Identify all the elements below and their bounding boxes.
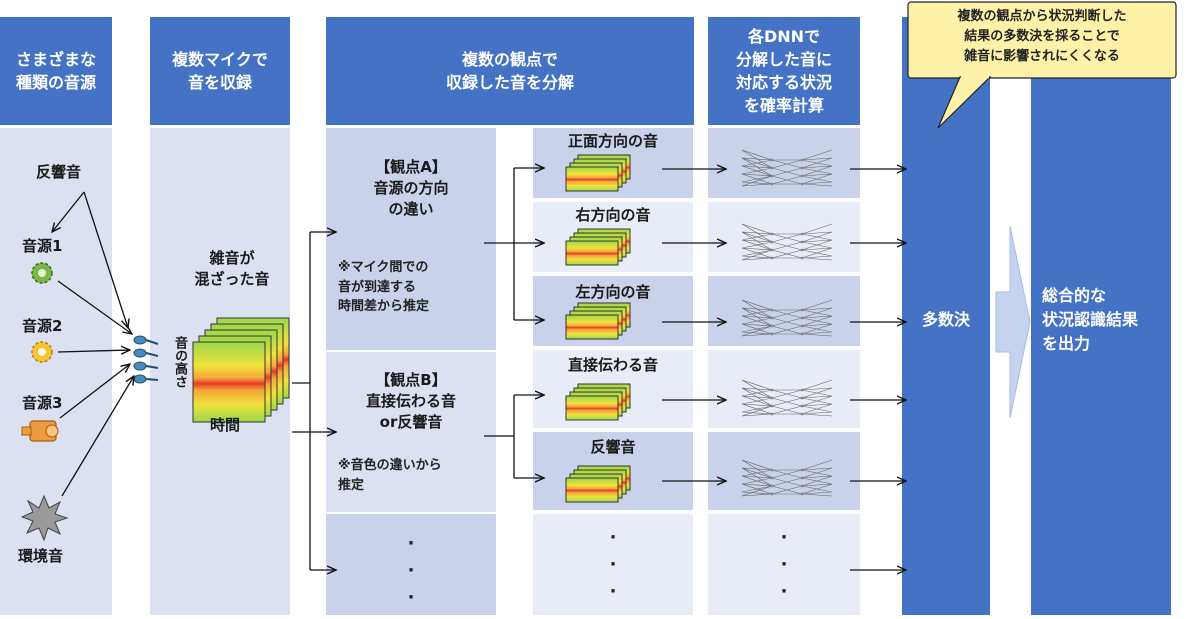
dnn-cell-4 <box>708 350 860 428</box>
result-label: 総合的な 状況認識結果 を出力 <box>1042 286 1139 353</box>
output-cell-more <box>533 514 693 615</box>
viewpoint-more-panel <box>326 514 496 615</box>
label-output-reverb: 反響音 <box>590 438 636 456</box>
dnn-cell-5 <box>708 432 860 510</box>
label-output-direct: 直接伝わる音 <box>567 356 658 374</box>
continuation-dots-viewpoints: ··· <box>407 533 415 608</box>
result-column <box>1031 17 1171 615</box>
callout-text: 複数の観点から状況判断した 結果の多数決を採ることで 雑音に影響されにくくなる <box>957 9 1127 65</box>
viewpoint-b-note: ※音色の違いから 推定 <box>338 458 442 493</box>
gear-icon-source1 <box>31 262 53 284</box>
viewpoint-b-title: 【観点B】 直接伝わる音 or反響音 <box>365 371 456 431</box>
block-arrow <box>995 225 1031 419</box>
microphone-icons <box>133 335 159 384</box>
label-env: 環境音 <box>18 547 64 565</box>
label-source2: 音源2 <box>22 317 63 335</box>
continuation-dots-outputs: ··· <box>609 527 617 602</box>
label-reverb: 反響音 <box>36 163 82 181</box>
majority-vote-label: 多数決 <box>921 310 970 329</box>
viewpoint-a-panel <box>326 128 496 350</box>
label-output-left: 左方向の音 <box>575 283 651 301</box>
motor-icon-source3 <box>21 420 59 442</box>
label-mixed-sound: 雑音が 混ざった音 <box>194 249 270 288</box>
header-mics: 複数マイクで 音を収録 <box>150 17 290 125</box>
burst-icon-env <box>20 494 69 542</box>
viewpoint-b-panel <box>326 352 496 512</box>
label-source1: 音源1 <box>22 237 63 255</box>
header-dnn: 各DNNで 分解した音に 対応する状況 を確率計算 <box>708 17 860 125</box>
label-axis-time: 時間 <box>209 416 240 434</box>
gear-icon-source2 <box>31 341 53 363</box>
label-output-right: 右方向の音 <box>575 206 651 224</box>
label-output-front: 正面方向の音 <box>567 132 658 150</box>
continuation-dots-dnn: ··· <box>780 527 788 602</box>
viewpoint-a-note: ※マイク間での 音が到達する 時間差から推定 <box>338 260 430 314</box>
sources-panel <box>0 128 112 615</box>
viewpoint-a-title: 【観点A】 音源の方向 の違い <box>373 158 449 218</box>
callout-bubble <box>907 1 1177 129</box>
header-decompose: 複数の観点で 収録した音を分解 <box>326 17 694 125</box>
dnn-cell-more <box>708 514 860 615</box>
mixed-spectrogram <box>192 317 290 423</box>
label-source3: 音源3 <box>22 394 63 412</box>
label-axis-pitch: 音の高さ <box>172 336 187 388</box>
header-sources: さまざまな 種類の音源 <box>0 17 112 125</box>
dnn-cell-3 <box>708 276 860 346</box>
